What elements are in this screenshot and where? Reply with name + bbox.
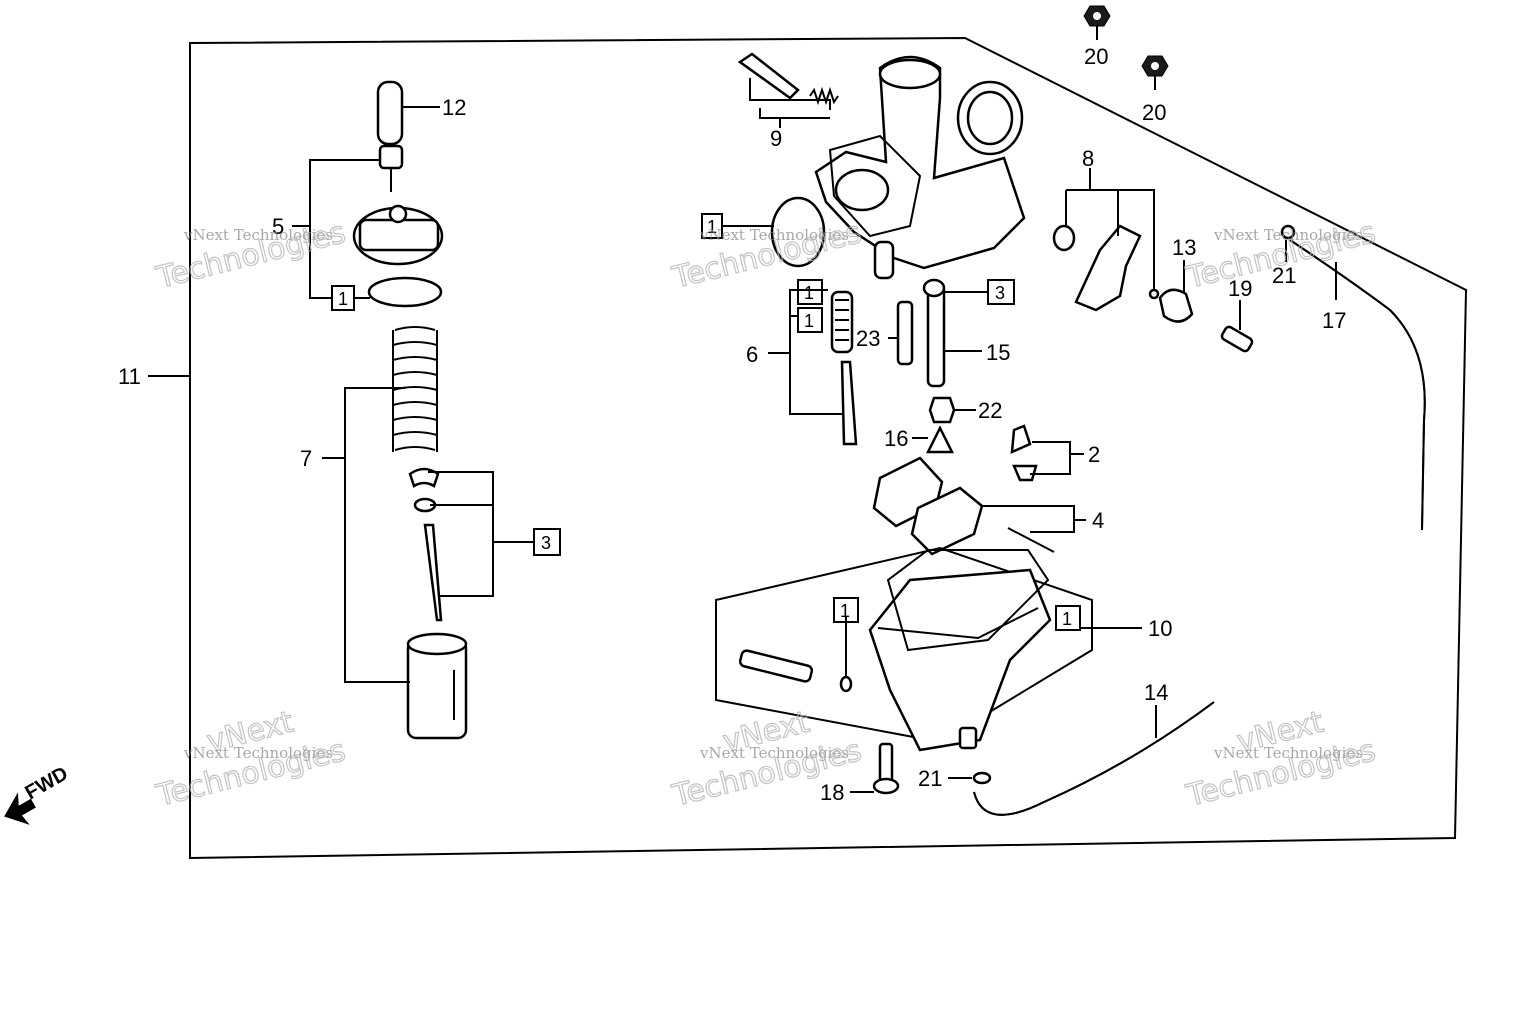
float-group <box>872 424 1086 556</box>
callout-6: 6 <box>746 342 758 367</box>
throttle-arm-group <box>1052 168 1254 353</box>
callout-21-lower: 21 <box>918 766 942 791</box>
boxed-ref-jet-a: 1 <box>797 279 823 305</box>
callout-20-lower: 20 <box>1142 100 1166 125</box>
callout-21-upper: 21 <box>1272 263 1296 288</box>
callout-17: 17 <box>1322 308 1346 333</box>
svg-text:3: 3 <box>541 533 551 553</box>
svg-text:1: 1 <box>338 289 348 309</box>
fwd-label: FWD <box>22 763 72 805</box>
callout-10: 10 <box>1148 616 1172 641</box>
callout-19: 19 <box>1228 276 1252 301</box>
svg-text:vNext Technologies: vNext Technologies <box>699 744 849 762</box>
drain-tube-part <box>973 701 1215 816</box>
callout-2: 2 <box>1088 442 1100 467</box>
needle-jet-part <box>926 284 946 388</box>
boxed-ref-needle-set: 3 <box>533 528 561 556</box>
jet-needle-part <box>423 523 443 622</box>
float-chamber-part <box>868 568 1052 752</box>
boxed-ref-drain-screw: 1 <box>833 597 859 623</box>
pilot-screw-part <box>737 52 800 100</box>
needle-clip-part <box>408 467 440 488</box>
svg-text:1: 1 <box>707 217 717 237</box>
callout-22: 22 <box>978 398 1002 423</box>
callout-13: 13 <box>1172 235 1196 260</box>
svg-text:1: 1 <box>840 601 850 621</box>
overflow-tube-group <box>850 5 1426 816</box>
jet-holder-part <box>830 290 854 354</box>
carburetor-body-group <box>722 52 1026 454</box>
throttle-slide-group <box>148 80 533 740</box>
pilot-spring-part <box>809 86 839 106</box>
svg-text:vNext Technologies: vNext Technologies <box>1213 226 1363 244</box>
slow-jet-part <box>896 300 914 366</box>
tube-clip-part <box>1280 224 1296 240</box>
bowl-outline-frame <box>715 546 1093 744</box>
needle-seat-part <box>925 425 955 454</box>
svg-text:vNext Technologies: vNext Technologies <box>183 744 333 762</box>
assembly-frame <box>189 36 1468 860</box>
arm-washer-part <box>1052 224 1076 252</box>
carburetor-body-part <box>814 55 1026 270</box>
callout-16: 16 <box>884 426 908 451</box>
cap-gasket-part <box>367 276 443 308</box>
bolt-part <box>1220 325 1254 353</box>
adjuster-nut-part <box>378 144 404 170</box>
cable-clamp-part <box>1158 288 1194 323</box>
drain-screw-part <box>738 649 814 683</box>
svg-text:vNext Technologies: vNext Technologies <box>1213 744 1363 762</box>
float-valve-part <box>1010 424 1032 455</box>
callout-23: 23 <box>856 326 880 351</box>
callout-11: 11 <box>118 364 141 389</box>
jet-nut-part <box>928 396 956 424</box>
callout-5: 5 <box>272 214 284 239</box>
boxed-references: 1 3 1 1 1 3 1 1 <box>331 213 1081 631</box>
svg-text:vNext Technologies: vNext Technologies <box>699 226 849 244</box>
fwd-arrow-icon <box>4 792 36 825</box>
watermarks: vNext Technologies Technologies vNext Te… <box>152 215 1380 815</box>
callout-labels: 12 5 11 7 9 8 6 23 15 22 16 2 4 10 14 13… <box>118 44 1346 805</box>
body-o-ring-part <box>770 196 826 268</box>
callout-20-upper: 20 <box>1084 44 1108 69</box>
throttle-arm-part <box>1074 224 1142 312</box>
drain-clip-part <box>972 771 992 785</box>
callout-14: 14 <box>1144 680 1168 705</box>
svg-text:1: 1 <box>1062 609 1072 629</box>
svg-text:1: 1 <box>804 311 814 331</box>
callout-18: 18 <box>820 780 844 805</box>
svg-text:3: 3 <box>995 283 1005 303</box>
svg-text:vNext Technologies: vNext Technologies <box>183 226 333 244</box>
callout-15: 15 <box>986 340 1010 365</box>
slide-spring-part <box>392 326 438 452</box>
boxed-ref-valve-set: 3 <box>987 279 1015 305</box>
svg-text:1: 1 <box>804 283 814 303</box>
overflow-tube-part <box>1289 239 1426 531</box>
callout-12: 12 <box>442 95 466 120</box>
boxed-ref-o-ring: 1 <box>701 213 723 239</box>
main-jet-part <box>840 360 858 446</box>
boxed-ref-jet-b: 1 <box>797 307 823 333</box>
callout-9: 9 <box>770 126 782 151</box>
boxed-ref-bowl-gasket: 1 <box>1055 605 1081 631</box>
boxed-ref-cap-gasket: 1 <box>331 285 355 311</box>
cable-adjuster-part <box>376 80 404 146</box>
callout-8: 8 <box>1082 146 1094 171</box>
fwd-direction-indicator: FWD <box>4 763 72 825</box>
callout-4: 4 <box>1092 508 1104 533</box>
callout-7: 7 <box>300 446 312 471</box>
float-chamber-group <box>715 546 1142 752</box>
